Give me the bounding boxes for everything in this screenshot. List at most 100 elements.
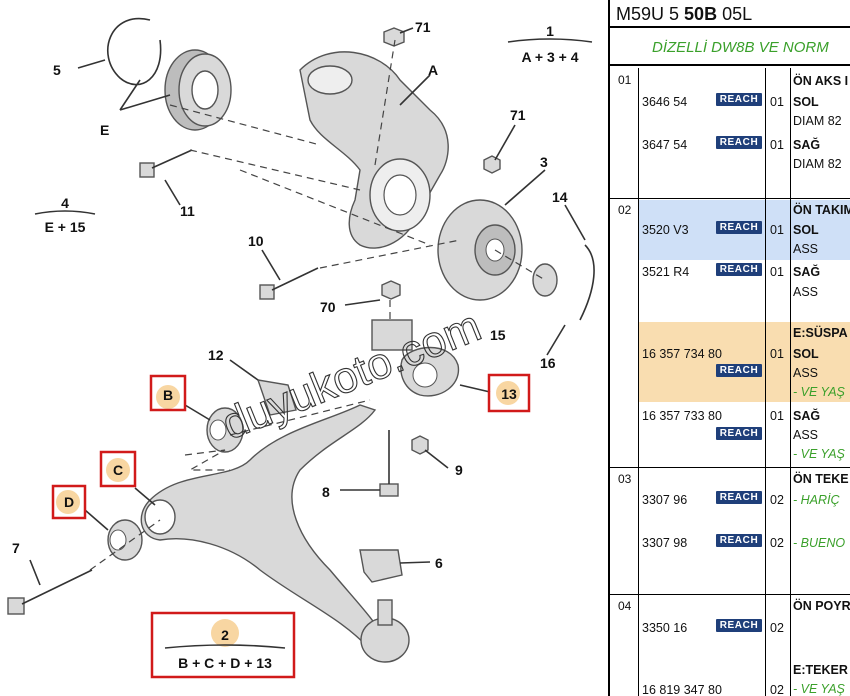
hub-nut-part bbox=[532, 263, 558, 297]
callout-6: 6 bbox=[435, 555, 443, 571]
boot-6-part bbox=[359, 549, 403, 583]
part-side: SAĞ bbox=[793, 409, 821, 423]
reach-badge: REACH bbox=[716, 263, 762, 276]
boxed-callout-13 bbox=[487, 373, 531, 413]
reach-badge: REACH bbox=[716, 491, 762, 504]
callout-label: E + 15 bbox=[45, 219, 86, 235]
quantity: 02 bbox=[770, 683, 784, 696]
callout-71-right: 71 bbox=[510, 107, 526, 123]
reach-badge: REACH bbox=[716, 364, 762, 377]
part-note: DIAM 82 bbox=[793, 114, 842, 128]
bolt-7-part bbox=[7, 569, 93, 615]
bushing-d-part bbox=[107, 519, 143, 561]
part-ref[interactable]: 3646 54 bbox=[642, 95, 688, 109]
wheel-hub-part bbox=[437, 199, 523, 301]
part-ref[interactable]: 3520 V3 bbox=[642, 223, 689, 237]
reach-badge: REACH bbox=[716, 136, 762, 149]
callout-label: D bbox=[64, 494, 74, 510]
callout-9: 9 bbox=[455, 462, 463, 478]
callout-15: 15 bbox=[490, 327, 506, 343]
group-number: 02 bbox=[618, 203, 632, 217]
quantity: 02 bbox=[770, 536, 784, 550]
part-note: ASS bbox=[793, 366, 819, 380]
group-title: ÖN AKS I bbox=[793, 74, 849, 88]
callout-label: B + C + D + 13 bbox=[178, 655, 272, 671]
quantity: 02 bbox=[770, 621, 784, 635]
part-side: SOL bbox=[793, 95, 819, 109]
group-number: 03 bbox=[618, 472, 632, 486]
steering-knuckle-part bbox=[299, 51, 449, 249]
part-condition: - VE YAŞ bbox=[793, 447, 845, 461]
clip-12-part bbox=[256, 379, 297, 416]
group-number: 04 bbox=[618, 599, 632, 613]
quantity: 01 bbox=[770, 95, 784, 109]
diagram-code: 50B bbox=[684, 4, 718, 24]
callout-10: 10 bbox=[248, 233, 264, 249]
part-note: ASS bbox=[793, 242, 819, 256]
boxed-callout-2 bbox=[150, 611, 296, 679]
part-condition: - VE YAŞ bbox=[793, 385, 845, 399]
quantity: 01 bbox=[770, 138, 784, 152]
group-title: ÖN POYR bbox=[793, 599, 850, 613]
reach-badge: REACH bbox=[716, 93, 762, 106]
part-ref[interactable]: 3350 16 bbox=[642, 621, 688, 635]
quantity: 01 bbox=[770, 409, 784, 423]
reach-badge: REACH bbox=[716, 534, 762, 547]
part-side: SAĞ bbox=[793, 138, 821, 152]
part-condition: - HARİÇ bbox=[793, 493, 840, 507]
reach-badge: REACH bbox=[716, 427, 762, 440]
callout-label: B bbox=[163, 387, 173, 403]
callout-12: 12 bbox=[208, 347, 224, 363]
part-ref[interactable]: 16 357 734 80 bbox=[642, 347, 722, 361]
part-ref[interactable]: 3307 98 bbox=[642, 536, 688, 550]
quantity: 02 bbox=[770, 493, 784, 507]
callout-14: 14 bbox=[552, 189, 568, 205]
engine-subtitle: DİZELLİ DW8B VE NORM bbox=[610, 30, 850, 66]
callout-label: 4 bbox=[61, 195, 69, 211]
bolt-10-part bbox=[259, 267, 319, 300]
callout-label: 13 bbox=[501, 386, 517, 402]
part-note: ASS bbox=[793, 285, 819, 299]
callout-11: 11 bbox=[180, 203, 195, 219]
bushing-b-part bbox=[206, 407, 244, 453]
highlight-row-orange bbox=[638, 322, 850, 402]
part-condition: - VE YAŞ bbox=[793, 682, 845, 696]
callout-label: 2 bbox=[221, 627, 229, 643]
group-number: 01 bbox=[618, 73, 632, 87]
callout-label: A + 3 + 4 bbox=[521, 49, 578, 65]
nut-71-top-part bbox=[383, 27, 405, 47]
snap-ring-part bbox=[106, 17, 162, 86]
boxed-callout-d bbox=[51, 484, 87, 520]
callout-a: A bbox=[428, 62, 438, 78]
assembly-caption-1: 1 A + 3 + 4 bbox=[507, 23, 593, 65]
rear-bushing-part bbox=[371, 319, 460, 397]
callout-label: C bbox=[113, 462, 123, 478]
part-ref[interactable]: 3647 54 bbox=[642, 138, 688, 152]
part-ref[interactable]: 3521 R4 bbox=[642, 265, 690, 279]
table-header: M59U 5 50B 05L bbox=[610, 0, 850, 28]
callout-8: 8 bbox=[322, 484, 330, 500]
callout-e: E bbox=[100, 122, 109, 138]
quantity: 01 bbox=[770, 223, 784, 237]
lower-control-arm-part bbox=[140, 404, 386, 651]
nut-70-part bbox=[381, 280, 401, 300]
callout-16: 16 bbox=[540, 355, 556, 371]
cotter-pin-part bbox=[579, 244, 595, 321]
part-side: SOL bbox=[793, 347, 819, 361]
part-side: SOL bbox=[793, 223, 819, 237]
bolt-11-part bbox=[139, 149, 193, 178]
part-ref[interactable]: 16 357 733 80 bbox=[642, 409, 722, 423]
callout-label: 1 bbox=[546, 23, 554, 39]
part-note: ASS bbox=[793, 428, 819, 442]
diagram-suffix: 05L bbox=[722, 4, 753, 24]
callout-5: 5 bbox=[53, 62, 61, 78]
nut-9-part bbox=[411, 435, 429, 455]
subgroup-title: E:TEKER bbox=[793, 663, 848, 677]
part-condition: - BUENO bbox=[793, 536, 846, 550]
quantity: 01 bbox=[770, 265, 784, 279]
part-ref[interactable]: 16 819 347 80 bbox=[642, 683, 722, 696]
callout-70: 70 bbox=[320, 299, 336, 315]
nut-71-right-part bbox=[483, 155, 501, 174]
part-ref[interactable]: 3307 96 bbox=[642, 493, 688, 507]
part-side: SAĞ bbox=[793, 265, 821, 279]
